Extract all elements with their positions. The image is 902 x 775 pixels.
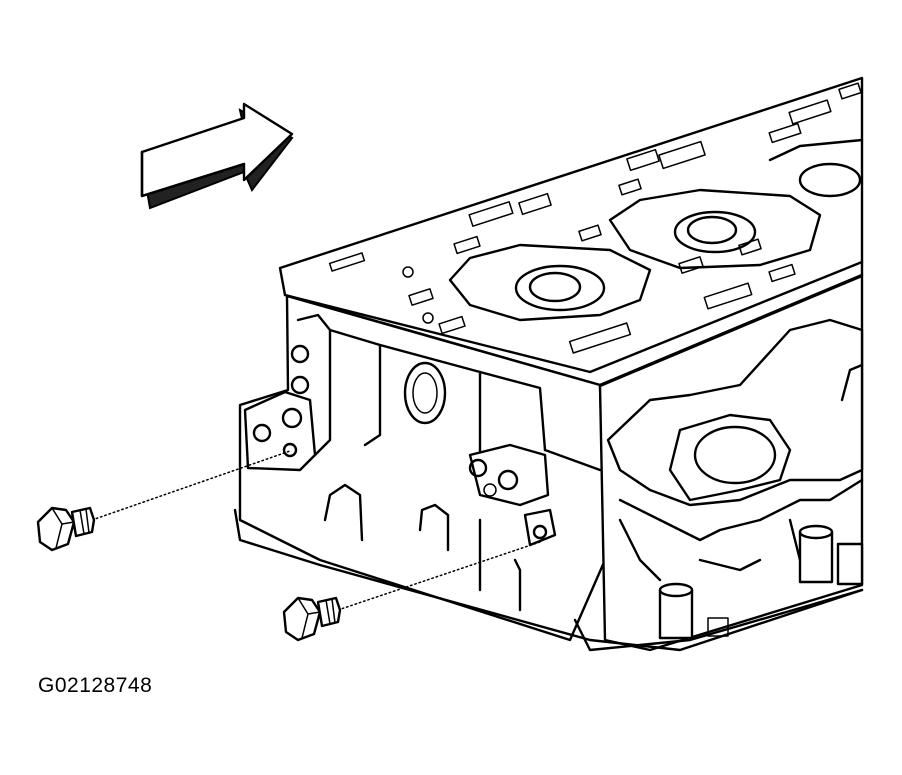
direction-arrow-icon [140, 102, 294, 210]
plug-bolt-upper [36, 450, 291, 552]
cylinder-head [233, 76, 864, 652]
figure-id-label: G02128748 [38, 674, 153, 697]
plug-bolt-lower [282, 541, 541, 642]
